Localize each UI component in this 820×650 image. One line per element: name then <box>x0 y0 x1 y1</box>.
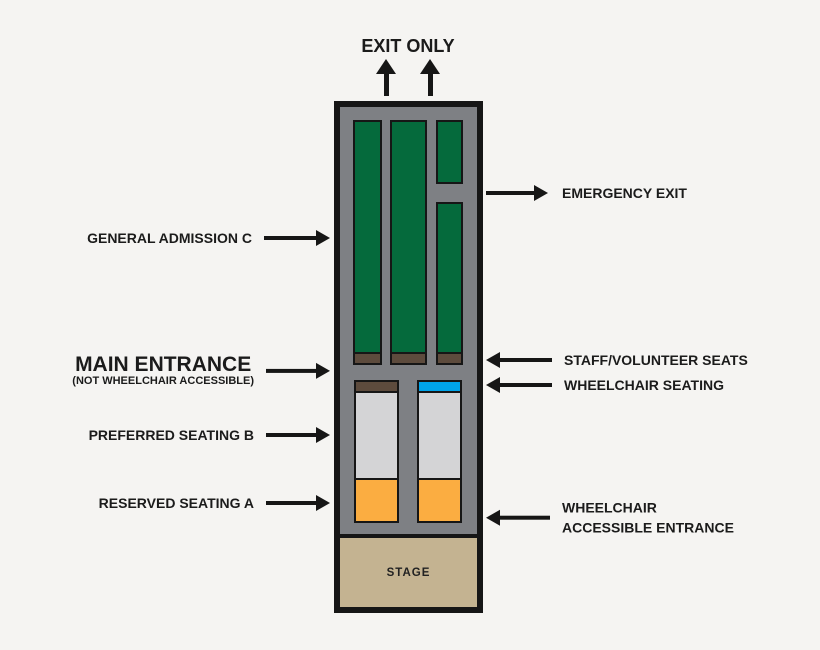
staff-volunteer-seats-strip-3 <box>436 352 463 365</box>
general-admission-section-2 <box>390 120 427 354</box>
wheelchair-seating-label: WHEELCHAIR SEATING <box>564 377 724 393</box>
exit-arrow-right-icon <box>420 59 440 96</box>
general-admission-arrow-icon <box>264 230 330 246</box>
general-admission-section-1 <box>353 120 382 354</box>
staff-volunteer-seats-strip-1 <box>353 352 382 365</box>
wheelchair-seating-strip <box>419 382 460 393</box>
emergency-exit-arrow-icon <box>486 185 548 201</box>
wheelchair-seating-arrow-icon <box>486 377 552 393</box>
preferred-seating-label: PREFERRED SEATING B <box>88 427 254 443</box>
main-entrance-label: MAIN ENTRANCE <box>75 352 252 376</box>
main-entrance-annotation: MAIN ENTRANCE (NOT WHEELCHAIR ACCESSIBLE… <box>72 354 330 388</box>
staff-volunteer-seats-strip-4 <box>356 382 397 393</box>
general-admission-section-3-lower <box>436 202 463 354</box>
staff-volunteer-label: STAFF/VOLUNTEER SEATS <box>564 352 748 368</box>
emergency-exit-label: EMERGENCY EXIT <box>562 185 687 201</box>
preferred-seating-section-left <box>356 393 397 478</box>
reserved-seating-arrow-icon <box>266 495 330 511</box>
emergency-exit-annotation: EMERGENCY EXIT <box>486 185 687 201</box>
wheelchair-entrance-arrow-icon <box>486 510 550 526</box>
stage-label: STAGE <box>386 566 431 579</box>
main-entrance-note: (NOT WHEELCHAIR ACCESSIBLE) <box>72 374 254 387</box>
wheelchair-entrance-annotation: WHEELCHAIR ACCESSIBLE ENTRANCE <box>486 498 734 539</box>
preferred-seating-arrow-icon <box>266 427 330 443</box>
reserved-seating-section-left <box>356 478 397 521</box>
general-admission-label: GENERAL ADMISSION C <box>87 230 252 246</box>
staff-volunteer-annotation: STAFF/VOLUNTEER SEATS <box>486 352 748 368</box>
wheelchair-seating-annotation: WHEELCHAIR SEATING <box>486 377 724 393</box>
reserved-seating-label: RESERVED SEATING A <box>98 495 254 511</box>
general-admission-section-3-upper <box>436 120 463 184</box>
reserved-seating-annotation: RESERVED SEATING A <box>99 495 330 511</box>
exit-only-label: EXIT ONLY <box>361 36 455 56</box>
exit-arrow-left-icon <box>376 59 396 96</box>
staff-volunteer-seats-strip-2 <box>390 352 427 365</box>
reserved-seating-section-right <box>419 478 460 521</box>
staff-volunteer-arrow-icon <box>486 352 552 368</box>
general-admission-annotation: GENERAL ADMISSION C <box>87 230 330 246</box>
wheelchair-entrance-label-line2: ACCESSIBLE ENTRANCE <box>562 520 734 536</box>
venue-outline: STAGE <box>334 101 483 613</box>
main-entrance-arrow-icon <box>266 363 330 379</box>
seating-block-left <box>354 380 399 523</box>
preferred-seating-annotation: PREFERRED SEATING B <box>89 427 330 443</box>
preferred-seating-section-right <box>419 393 460 478</box>
wheelchair-entrance-label-line1: WHEELCHAIR <box>562 499 657 516</box>
stage-area: STAGE <box>340 534 477 607</box>
seating-block-right <box>417 380 462 523</box>
